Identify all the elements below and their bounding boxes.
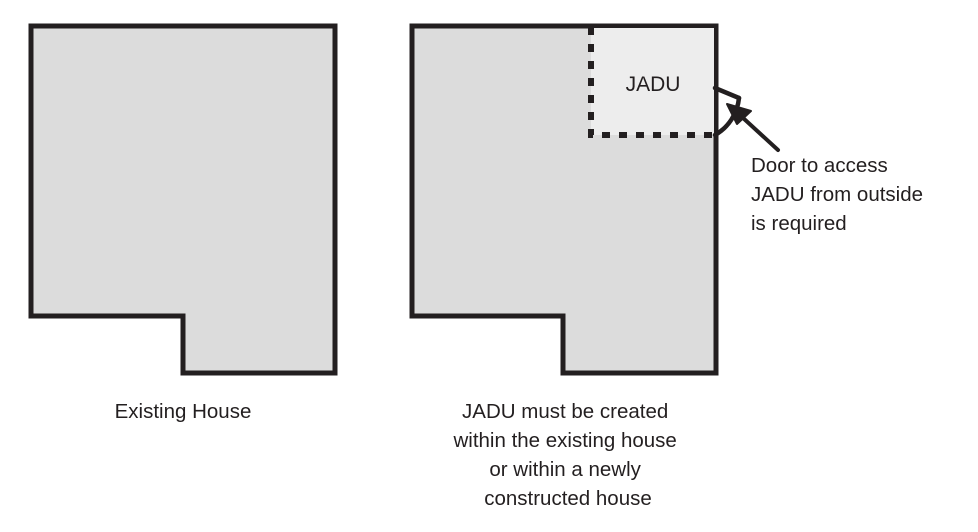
arrow-head (726, 103, 752, 125)
arrow-icon (726, 103, 780, 152)
jadu-label: JADU (626, 73, 681, 96)
door-swing-icon (712, 85, 742, 138)
door-swing-arc (712, 95, 742, 138)
door-annotation-text: Door to access JADU from outside is requ… (751, 154, 929, 235)
jadu-area-dashed-border (588, 27, 714, 138)
jadu-area-fill (591, 28, 714, 135)
existing-house-caption: Existing House (115, 400, 252, 423)
panel-existing-house: Existing House (28, 23, 338, 423)
door-leaf-line (712, 85, 742, 101)
arrow-shaft (740, 115, 780, 152)
panel-house-with-jadu: JADU Door to access JADU from outside is… (409, 23, 929, 510)
existing-house-outline (28, 23, 338, 376)
jadu-house-caption: JADU must be created within the existing… (452, 400, 682, 510)
